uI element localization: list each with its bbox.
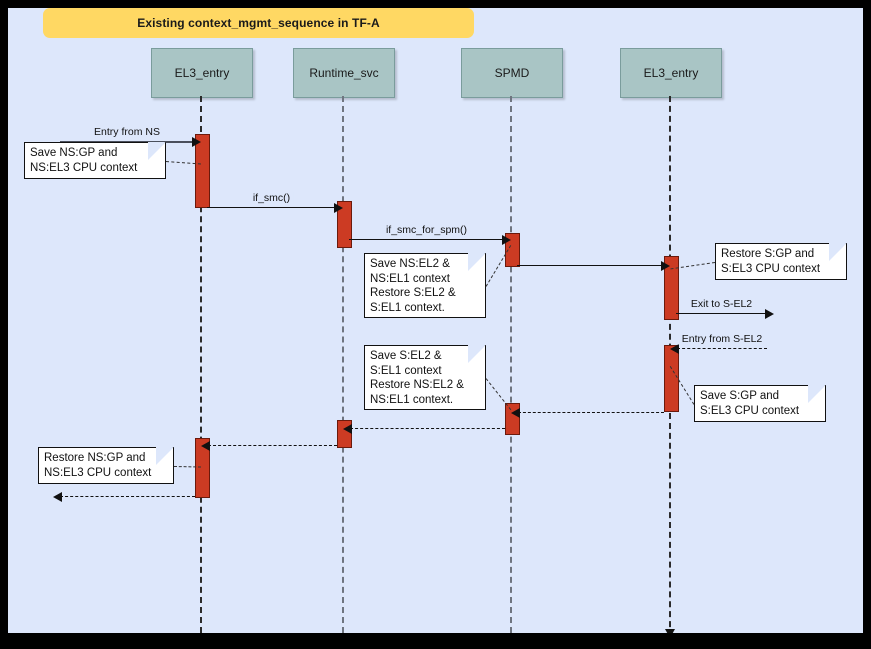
note-n5: Save S:GP and S:EL3 CPU context	[694, 385, 826, 422]
message-line-m8	[350, 428, 505, 429]
note-text: Save S:EL2 & S:EL1 context Restore NS:EL…	[370, 350, 464, 406]
lifeline-spmd	[510, 96, 512, 633]
lifeline-head-spmd[interactable]: SPMD	[461, 48, 563, 98]
message-label-m6: Entry from S-EL2	[678, 333, 766, 345]
note-anchor-line	[173, 465, 202, 467]
lifeline-head-el3_entry_s[interactable]: EL3_entry	[620, 48, 722, 98]
note-text: Restore S:GP and S:EL3 CPU context	[721, 248, 821, 275]
note-n2: Save NS:EL2 & NS:EL1 context Restore S:E…	[364, 253, 486, 318]
lifeline-label: Runtime_svc	[309, 66, 379, 80]
note-text: Save S:GP and S:EL3 CPU context	[700, 390, 800, 417]
message-line-m9	[208, 445, 337, 446]
note-fold-icon	[156, 447, 174, 465]
message-arrowhead-icon	[201, 441, 210, 451]
activation-bar	[195, 134, 210, 208]
message-label-m3: if_smc_for_spm()	[382, 224, 471, 236]
message-line-m7	[518, 412, 664, 413]
note-text: Save NS:GP and NS:EL3 CPU context	[30, 147, 138, 174]
note-fold-icon	[148, 142, 166, 160]
note-n4: Save S:EL2 & S:EL1 context Restore NS:EL…	[364, 345, 486, 410]
message-arrowhead-icon	[343, 424, 352, 434]
lifeline-label: EL3_entry	[174, 66, 230, 80]
lifeline-label: EL3_entry	[643, 66, 699, 80]
message-line-m3	[349, 239, 504, 240]
message-line-m6	[677, 348, 767, 349]
lifeline-end-arrow-icon	[665, 629, 675, 633]
message-arrowhead-icon	[334, 203, 343, 213]
message-line-m10	[60, 496, 195, 497]
message-arrowhead-icon	[511, 408, 520, 418]
lifeline-head-runtime_svc[interactable]: Runtime_svc	[293, 48, 395, 98]
message-arrowhead-icon	[502, 235, 511, 245]
lifeline-runtime_svc	[342, 96, 344, 633]
message-line-m5	[676, 313, 767, 314]
diagram-title-banner: Existing context_mgmt_sequence in TF-A	[43, 8, 474, 38]
note-fold-icon	[829, 243, 847, 261]
message-arrowhead-icon	[192, 137, 201, 147]
message-arrowhead-icon	[765, 309, 774, 319]
message-line-m4	[517, 265, 663, 266]
message-label-m1: Entry from NS	[91, 126, 163, 138]
message-arrowhead-icon	[661, 261, 670, 271]
diagram-title: Existing context_mgmt_sequence in TF-A	[137, 16, 380, 30]
diagram-canvas: Existing context_mgmt_sequence in TF-A E…	[8, 8, 863, 633]
message-label-m5: Exit to S-EL2	[687, 298, 756, 310]
message-label-m2: if_smc()	[249, 192, 294, 204]
note-n1: Save NS:GP and NS:EL3 CPU context	[24, 142, 166, 179]
note-anchor-line	[485, 377, 512, 410]
note-fold-icon	[468, 345, 486, 363]
activation-bar	[195, 438, 210, 498]
note-n3: Restore S:GP and S:EL3 CPU context	[715, 243, 847, 280]
message-line-m2	[207, 207, 336, 208]
lifeline-head-el3_entry_ns[interactable]: EL3_entry	[151, 48, 253, 98]
message-arrowhead-icon	[670, 344, 679, 354]
lifeline-label: SPMD	[494, 66, 530, 80]
activation-bar	[664, 256, 679, 320]
note-text: Save NS:EL2 & NS:EL1 context Restore S:E…	[370, 258, 456, 314]
note-fold-icon	[808, 385, 826, 403]
note-n6: Restore NS:GP and NS:EL3 CPU context	[38, 447, 174, 484]
message-arrowhead-icon	[53, 492, 62, 502]
note-fold-icon	[468, 253, 486, 271]
note-text: Restore NS:GP and NS:EL3 CPU context	[44, 452, 152, 479]
lifeline-el3_entry_ns	[200, 96, 202, 633]
